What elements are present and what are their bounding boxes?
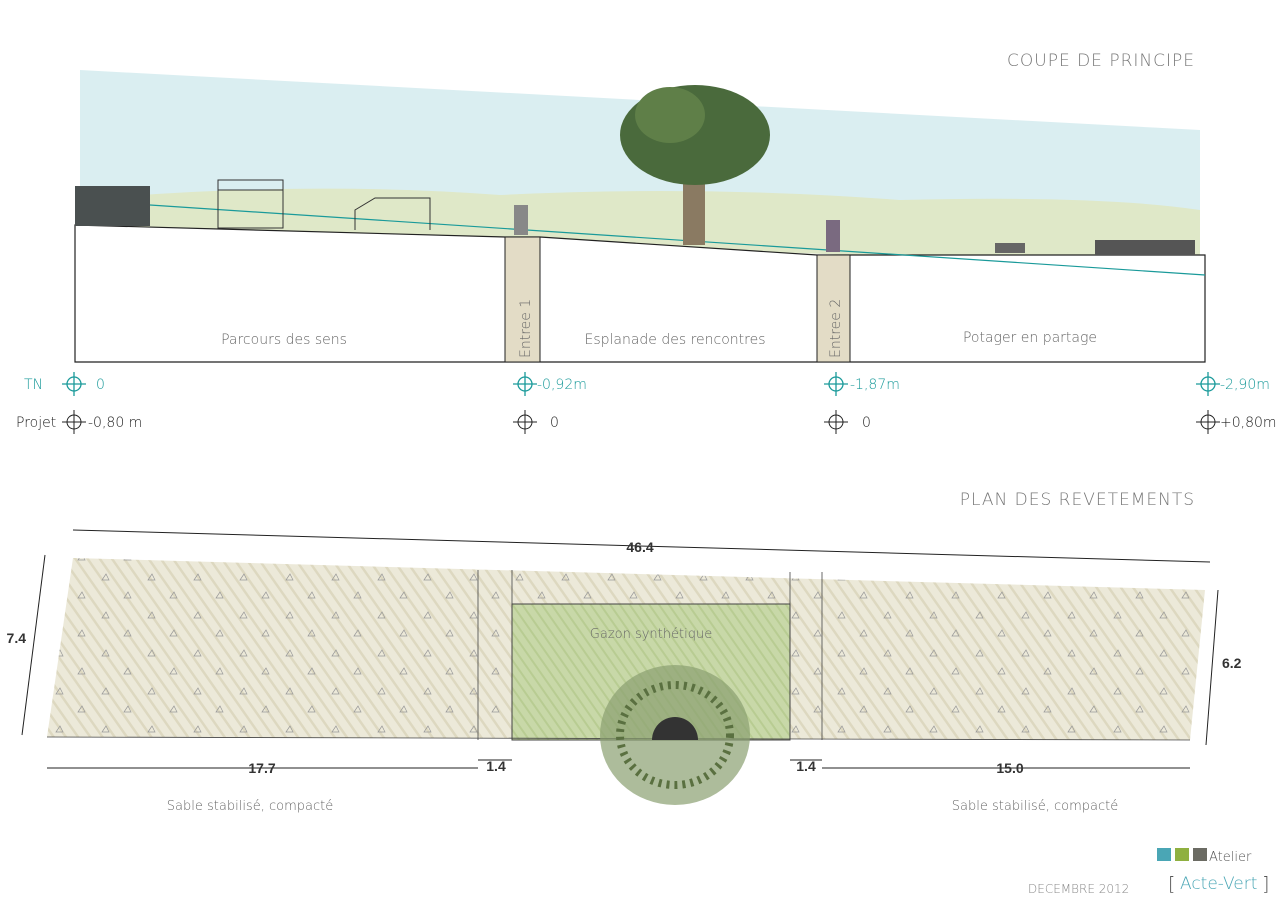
- garden-table: [995, 243, 1025, 253]
- dimension-total: 46.4: [626, 539, 653, 555]
- dimension-left-height: 7.4: [7, 630, 27, 646]
- surface-label-left: Sable stabilisé, compacté: [167, 799, 333, 814]
- dimension-entry1: 1.4: [486, 758, 506, 774]
- plan-title: PLAN DES REVETEMENTS: [960, 490, 1195, 510]
- dimension-entry2: 1.4: [796, 758, 816, 774]
- dimension-right-length: 15.0: [996, 760, 1023, 776]
- dimension-left-length: 17.7: [248, 760, 275, 776]
- projet-value: 0: [862, 415, 871, 431]
- pergola: [217, 179, 284, 229]
- section-title: COUPE DE PRINCIPE: [1007, 51, 1195, 71]
- projet-value: +0,80m: [1220, 415, 1277, 431]
- dimension-right-height: 6.2: [1222, 655, 1242, 671]
- surface-label-lawn: Gazon synthétique: [590, 627, 712, 642]
- person-figure: [514, 205, 528, 235]
- tn-ground-line: [149, 204, 1206, 276]
- garden-planter: [1095, 240, 1195, 255]
- hills-wash: [80, 188, 1200, 255]
- date-label: DECEMBRE 2012: [1028, 882, 1129, 896]
- tn-label: TN: [24, 377, 43, 393]
- tn-value: -2,90m: [1220, 377, 1270, 393]
- zone-label: Parcours des sens: [221, 332, 347, 348]
- logo-line2: Acte-Vert: [1180, 874, 1257, 894]
- zone-label: Esplanade des rencontres: [584, 332, 765, 348]
- dimension-lines: [21, 529, 1219, 769]
- svg-text:]: ]: [1262, 873, 1269, 895]
- surface-label-right: Sable stabilisé, compacté: [952, 799, 1118, 814]
- tn-value: -0,92m: [537, 377, 587, 393]
- level-markers: [62, 372, 1220, 434]
- projet-label: Projet: [16, 415, 56, 431]
- entry-2-column: [816, 254, 851, 363]
- svg-text:[: [: [1168, 873, 1175, 895]
- person-figure: [826, 220, 840, 252]
- tree-canopy-plan: [600, 665, 750, 805]
- entry-label: Entree 2: [828, 299, 844, 358]
- entry-1-column: [504, 236, 541, 363]
- logo-line1: Atelier: [1209, 850, 1252, 865]
- greenhouse: [354, 197, 431, 230]
- fence: [75, 186, 150, 226]
- tn-value: 0: [96, 377, 105, 393]
- entry-label: Entree 1: [518, 299, 534, 358]
- tn-value: -1,87m: [850, 377, 900, 393]
- tree: [620, 85, 770, 245]
- zone-label: Potager en partage: [963, 330, 1097, 346]
- projet-value: -0,80 m: [88, 415, 142, 431]
- projet-value: 0: [550, 415, 559, 431]
- logo: Atelier [ Acte-Vert ]: [1157, 848, 1269, 895]
